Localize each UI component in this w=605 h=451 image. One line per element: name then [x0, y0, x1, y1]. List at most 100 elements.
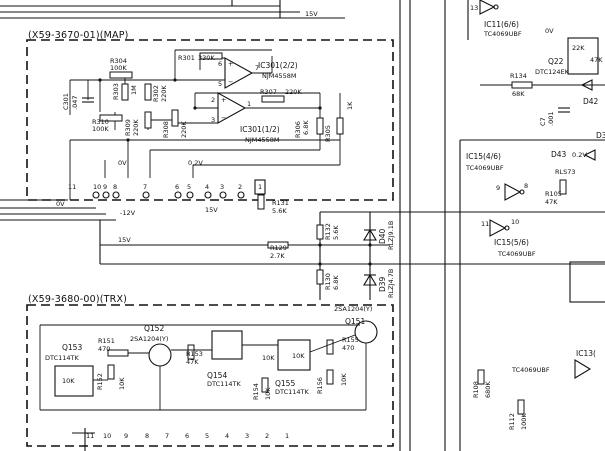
top-left-stubs: 15V — [0, 0, 345, 19]
connector-pin: 3 — [220, 183, 224, 191]
resistor-value: 2.7K — [270, 252, 285, 260]
resistor-ref: R303 — [112, 83, 120, 100]
map-connector: 11 10 9 8 7 6 5 4 3 2 1 — [68, 179, 266, 199]
connector-pin: 3 — [245, 432, 249, 440]
resistor-ref: R154 — [252, 383, 260, 400]
label-0-2v: 0.2V — [188, 159, 203, 167]
connector-pin: 4 — [205, 183, 209, 191]
transistor-part: DTC114TK — [45, 354, 80, 362]
ic-part: TC4069UBF — [511, 366, 550, 374]
resistor-ref: R310 — [92, 118, 109, 126]
ic11-6-6: 13 IC11(6/6) TC4069UBF — [470, 0, 522, 38]
resistor-ref: R105 — [545, 190, 562, 198]
label-15v-map: 15V — [205, 206, 218, 214]
connector-pin: 5 — [205, 432, 209, 440]
connector-pin: 6 — [175, 183, 179, 191]
connector-pin: 1 — [258, 183, 262, 191]
zener-d40: D40 RLZJ9.1B — [363, 221, 395, 250]
resistor-ref: R151 — [98, 337, 115, 345]
resistor-value: 220K — [180, 121, 188, 138]
pin-label: 6 — [218, 60, 222, 68]
resistor-ref: R134 — [510, 72, 527, 80]
diode-ref: D42 — [583, 97, 599, 106]
resistor-r112: R112 100K — [508, 399, 528, 430]
resistor-r302: R302 220K — [144, 83, 168, 102]
connector-pin: 2 — [238, 183, 242, 191]
label-minus12v: -12V — [120, 209, 136, 217]
resistor-r155: R155 470 — [326, 336, 359, 355]
pin-label: 2 — [211, 96, 215, 104]
pin-label: 9 — [496, 184, 500, 192]
resistor-r154: R154 10K — [252, 377, 272, 400]
label-15v-top: 15V — [305, 10, 318, 18]
diode-ref: D39 — [378, 276, 387, 292]
ic-name: IC301(2/2) — [258, 61, 298, 70]
resistor-r305: R305 1K — [324, 101, 354, 142]
mid-bus: 15V R132 5.6K R129 2.7K R130 6.8K D40 RL… — [99, 211, 460, 300]
resistor-ref: R302 — [152, 85, 160, 102]
diode-volt: 0.2V — [572, 151, 587, 159]
minus-sign: − — [221, 114, 226, 122]
resistor-ref: R305 — [324, 125, 332, 142]
resistor-r131: R131 5.6K — [257, 194, 289, 215]
resistor-ref: R152 — [96, 373, 104, 390]
resistor-r152: R152 10K — [96, 364, 126, 390]
resistor-value: 6.8K — [302, 120, 310, 135]
resistor-ref: R304 — [110, 57, 127, 65]
resistor-ref: R129 — [270, 244, 287, 252]
pin-label: 5 — [218, 80, 222, 88]
resistor-r153: R153 47K — [186, 344, 203, 366]
plus-sign: + — [228, 60, 233, 68]
connector-pin: 6 — [185, 432, 189, 440]
resistor-ref: R112 — [508, 413, 516, 430]
resistor-value: 100K — [92, 125, 109, 133]
connector-pin: 1 — [285, 432, 289, 440]
diode-ref: D3 — [596, 131, 605, 140]
pin-label: 13 — [470, 4, 478, 12]
resistor-value: 68K — [512, 90, 525, 98]
connector-pin: 2 — [265, 432, 269, 440]
connector-pin: 9 — [103, 183, 107, 191]
diode-ref: RLS73 — [555, 168, 576, 176]
resistor-ref: R301 — [178, 54, 195, 62]
ic-part: TC4069UBF — [483, 30, 522, 38]
resistor-value: 100K — [520, 413, 528, 430]
capacitor-c7: C7 .001 — [539, 107, 570, 126]
connector-pin: 7 — [165, 432, 169, 440]
plus-sign: + — [221, 96, 226, 104]
resistor-r303: R303 1M — [112, 83, 138, 101]
resistor-value: 47K — [186, 358, 199, 366]
label-0v-right: 0V — [545, 27, 554, 35]
connector-pin: 11 — [68, 183, 76, 191]
pin-label: 10 — [511, 218, 519, 226]
transistor-part: 2SA1204(Y) — [130, 335, 168, 343]
q22-resistor: 22K — [572, 44, 585, 52]
diode-d43: D43 0.2V — [551, 149, 596, 161]
resistor-ref: R155 — [342, 336, 359, 344]
transistor-q22: 22K 47K Q22 DTC124EK 0V — [535, 27, 603, 76]
connector-pin: 9 — [124, 432, 128, 440]
resistor-r306: R306 6.8K — [294, 117, 324, 138]
inner-resistor: 10K — [262, 354, 275, 362]
resistor-value: 220K — [132, 119, 140, 136]
resistor-value: 10K — [264, 387, 272, 400]
label-0v: 0V — [56, 200, 65, 208]
diode-ref: D40 — [378, 228, 387, 244]
transistor-ref: Q152 — [144, 324, 164, 333]
resistor-r151: R151 470 — [98, 337, 129, 357]
resistor-ref: R132 — [324, 223, 332, 240]
transistor-part: 2SA1204(Y) — [334, 305, 372, 313]
resistor-value: 5.6K — [272, 207, 287, 215]
ic15-5-6: 11 10 IC15(5/6) TC4069UBF — [481, 218, 536, 258]
resistor-r129: R129 2.7K — [267, 241, 289, 260]
resistor-r304: R304 100K — [109, 57, 133, 79]
resistor-ref: R153 — [186, 350, 203, 358]
trx-connector: 11 10 9 8 7 6 5 4 3 2 1 — [72, 428, 289, 451]
connector-pin: 8 — [113, 183, 117, 191]
ic-name: IC13( — [576, 349, 596, 358]
transistor-ref: Q153 — [62, 343, 82, 352]
resistor-r134: R134 68K — [510, 72, 533, 98]
resistor-r308: R308 220K — [162, 109, 188, 138]
resistor-ref: R306 — [294, 121, 302, 138]
